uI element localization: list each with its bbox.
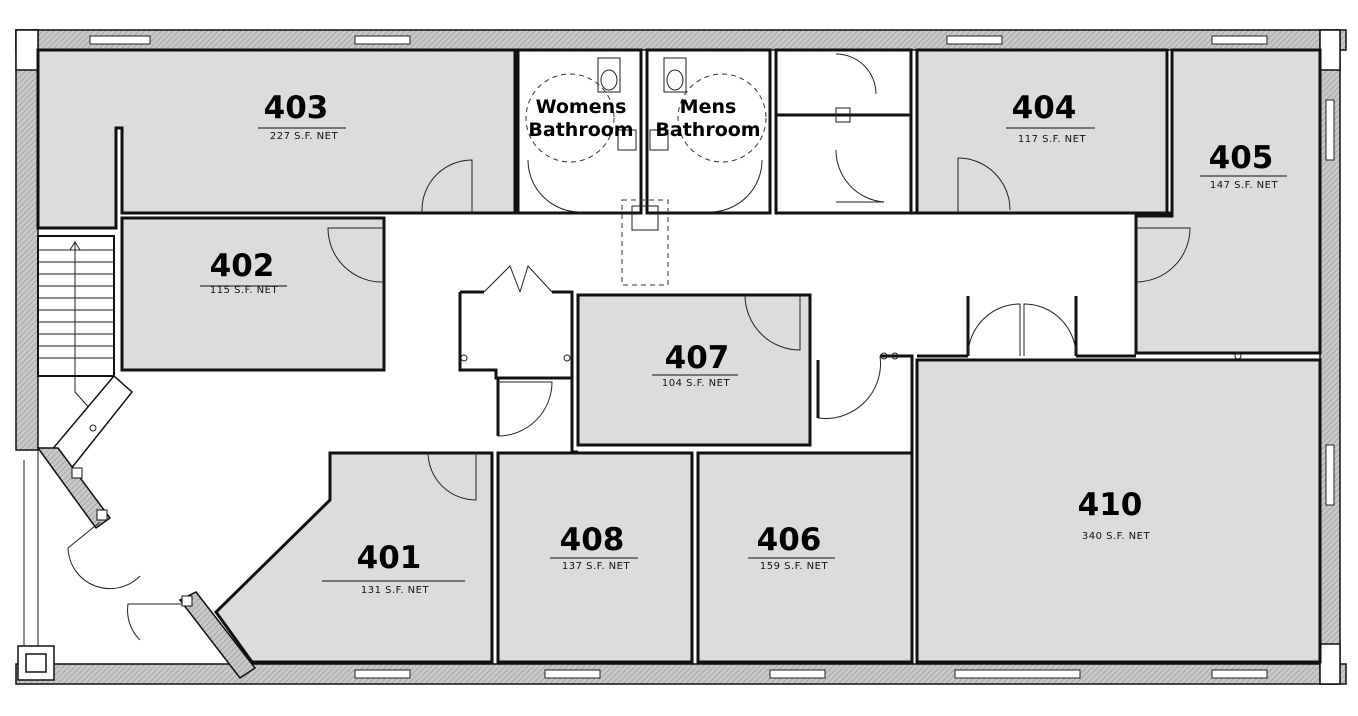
- room-number: 401: [357, 540, 422, 576]
- room-area: 117 S.F. NET: [1018, 134, 1087, 145]
- entry-walls: [23, 447, 257, 680]
- room-area: 104 S.F. NET: [662, 378, 731, 389]
- room-number: 402: [210, 248, 275, 284]
- door-swings: [327, 53, 1191, 501]
- closet: [458, 265, 578, 454]
- room-number: 405: [1209, 140, 1274, 176]
- svg-text:Bathroom: Bathroom: [655, 119, 760, 141]
- room-number: 410: [1078, 487, 1143, 523]
- room-403-shape: [36, 48, 517, 230]
- room-area: 137 S.F. NET: [562, 561, 631, 572]
- room-label-401: 401 131 S.F. NET: [322, 540, 465, 596]
- room-area: 227 S.F. NET: [270, 131, 339, 142]
- room-label-407: 407 104 S.F. NET: [652, 340, 738, 389]
- room-area: 147 S.F. NET: [1210, 180, 1279, 191]
- room-410-shape: [915, 358, 1322, 664]
- svg-text:Mens: Mens: [680, 96, 737, 118]
- room-404-shape: [915, 48, 1169, 215]
- room-area: 115 S.F. NET: [210, 285, 279, 296]
- room-area: 340 S.F. NET: [1082, 531, 1151, 542]
- mens-bathroom-label: Mens Bathroom: [655, 96, 760, 141]
- room-402-shape: [120, 216, 386, 372]
- bathroom-block: [516, 48, 913, 286]
- room-number: 406: [757, 522, 822, 558]
- room-label-405: 405 147 S.F. NET: [1200, 140, 1287, 191]
- room-label-404: 404 117 S.F. NET: [1006, 90, 1095, 145]
- room-label-408: 408 137 S.F. NET: [550, 522, 638, 572]
- room-label-410: 410 340 S.F. NET: [1078, 487, 1151, 542]
- svg-text:Womens: Womens: [536, 96, 627, 118]
- womens-bathroom-label: Womens Bathroom: [528, 96, 633, 141]
- room-area: 131 S.F. NET: [361, 585, 430, 596]
- room-number: 403: [264, 90, 329, 126]
- room-label-406: 406 159 S.F. NET: [748, 522, 835, 572]
- room-area: 159 S.F. NET: [760, 561, 829, 572]
- room-number: 407: [665, 340, 730, 376]
- room-405-shape: [1134, 48, 1322, 355]
- room-401-shape: [214, 451, 494, 664]
- windows: [89, 35, 1335, 679]
- staircase: [37, 235, 134, 472]
- interior-walls: [122, 211, 1242, 662]
- room-label-402: 402 115 S.F. NET: [200, 248, 287, 296]
- rooms: [36, 48, 1322, 664]
- svg-text:Bathroom: Bathroom: [528, 119, 633, 141]
- room-number: 404: [1012, 90, 1077, 126]
- room-number: 408: [560, 522, 625, 558]
- room-label-403: 403 227 S.F. NET: [258, 90, 346, 142]
